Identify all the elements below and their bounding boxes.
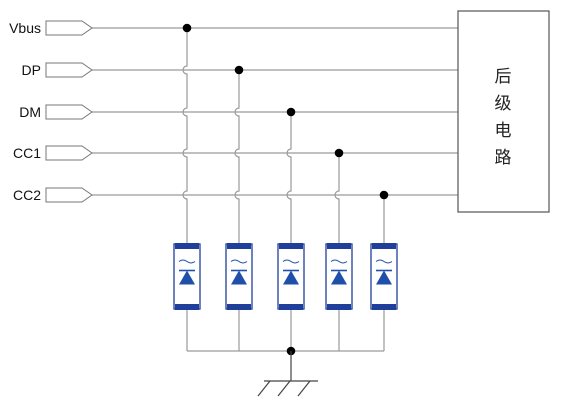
tvs-diode-2 [225, 243, 253, 310]
tvs-cap-bottom [372, 304, 396, 310]
tvs-cap-bottom [175, 304, 199, 310]
wires-layer [92, 27, 458, 352]
tap-wire-4 [334, 153, 340, 243]
port-arrow-vbus [45, 20, 93, 36]
backend-block-outline [457, 10, 550, 213]
tvs-diode-4 [325, 243, 353, 310]
ground-hatch-2 [277, 380, 291, 397]
junction-dot [234, 65, 244, 75]
tvs-diode-1 [173, 243, 201, 310]
tvs-cap-bottom [227, 304, 251, 310]
tvs-cap-top [279, 243, 303, 249]
ground-hatch-3 [297, 380, 311, 397]
tvs-triangle [331, 270, 347, 285]
tvs-diode-3 [277, 243, 305, 310]
junction-dot [379, 190, 389, 200]
tvs-zener-mark [230, 259, 248, 264]
tvs-cap-bottom [327, 304, 351, 310]
tvs-cap-top [372, 243, 396, 249]
backend-char: 路 [495, 148, 512, 168]
port-arrow-dm [45, 104, 93, 120]
junction-dot [334, 148, 344, 158]
tvs-zener-mark [375, 259, 393, 264]
signal-label-dm: DM [19, 104, 41, 120]
junction-dot [182, 23, 192, 33]
backend-char: 后 [495, 67, 512, 87]
tvs-diode-array [173, 243, 398, 310]
backend-char: 电 [495, 121, 512, 141]
tvs-zener-mark [330, 259, 348, 264]
tvs-diode-5 [370, 243, 398, 310]
port-arrow-cc1 [45, 145, 93, 161]
tvs-zener-mark [178, 259, 196, 264]
signal-label-cc1: CC1 [13, 145, 41, 161]
tap-wire-1 [182, 28, 188, 243]
ground-symbol [257, 351, 318, 397]
tvs-cap-top [227, 243, 251, 249]
signal-label-vbus: Vbus [9, 20, 41, 36]
tvs-triangle [376, 270, 392, 285]
tvs-cap-top [175, 243, 199, 249]
tvs-cap-bottom [279, 304, 303, 310]
junction-dot [286, 107, 296, 117]
tvs-zener-mark [282, 259, 300, 264]
tvs-triangle [231, 270, 247, 285]
signal-label-dp: DP [22, 62, 41, 78]
junction-dots [182, 23, 389, 356]
backend-circuit-block: 后 级 电 路 [457, 10, 550, 213]
tap-wire-2 [234, 70, 240, 243]
tvs-triangle [179, 270, 195, 285]
backend-char: 级 [495, 94, 512, 114]
tvs-triangle [283, 270, 299, 285]
tvs-cap-top [327, 243, 351, 249]
signal-label-cc2: CC2 [13, 187, 41, 203]
ground-hatch-1 [257, 380, 271, 397]
port-arrow-cc2 [45, 187, 93, 203]
tap-wire-3 [286, 112, 292, 243]
port-arrow-dp [45, 62, 93, 78]
